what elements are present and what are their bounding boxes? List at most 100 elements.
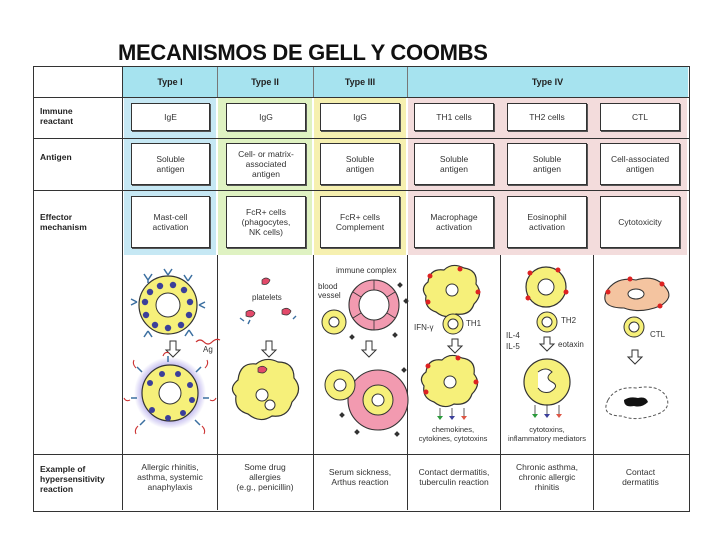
- mast-cell-degranulating: [123, 351, 217, 435]
- cell-text: (phagocytes,: [241, 217, 291, 227]
- il5-label: IL-5: [506, 342, 520, 351]
- row-divider: [34, 97, 689, 98]
- column-divider: [407, 255, 408, 510]
- immune-complex-label: immune complex: [336, 266, 396, 275]
- chemokines-label: chemokines,: [432, 425, 474, 434]
- cell-text: Serum sickness,: [328, 467, 392, 477]
- th2-nucleus: [541, 316, 553, 328]
- column-divider: [500, 255, 501, 510]
- row-label-effector: Effector mechanism: [40, 212, 87, 232]
- immune-cell-th1: TH1 cells: [414, 103, 494, 131]
- immune-cell-type3: IgG: [320, 103, 400, 131]
- cell-text: Mast-cell: [153, 212, 188, 222]
- cell-text: Chronic asthma,: [516, 462, 578, 472]
- cell-text: NK cells): [248, 227, 283, 237]
- cell-text: antigen: [252, 169, 280, 179]
- effector-cell-type2: FcR+ cells(phagocytes,NK cells): [226, 196, 306, 248]
- immune-cell-type2: IgG: [226, 103, 306, 131]
- effector-cell-ctl: Cytotoxicity: [600, 196, 680, 248]
- cell-text: Contact: [625, 467, 656, 477]
- mast-cell-resting: [130, 268, 221, 345]
- cell-text: dermatitis: [622, 477, 659, 487]
- ag-label: Ag: [203, 345, 213, 354]
- row-label-example: Example of hypersensitivity reaction: [40, 464, 105, 494]
- inflamed-vessel-icon: [324, 367, 409, 437]
- cell-text: FcR+ cells: [340, 212, 380, 222]
- target-cell-icon: [604, 276, 670, 312]
- ctl-nucleus: [628, 321, 640, 333]
- activated-eosinophil-icon: [523, 358, 571, 418]
- row-label-line: Immune: [40, 106, 73, 116]
- th1-nucleus: [447, 318, 459, 330]
- cell-text: Cell-associated: [610, 154, 670, 164]
- cell-text: antigen: [533, 164, 561, 174]
- column-divider: [313, 255, 314, 510]
- cell-text: IgE: [164, 112, 177, 122]
- arrow-down-icon: [446, 338, 464, 354]
- cell-text: IgG: [353, 112, 367, 122]
- example-cell-type3: Serum sickness,Arthus reaction: [314, 467, 406, 487]
- arrow-down-icon: [360, 340, 378, 358]
- chemokines-label: cytokines, cytotoxins: [419, 434, 488, 443]
- cell-text: Cytotoxicity: [618, 217, 662, 227]
- cell-text: Soluble: [156, 154, 185, 164]
- cell-text: activation: [152, 222, 189, 232]
- il4-label: IL-4: [506, 331, 520, 340]
- platelets-icon: [239, 277, 297, 325]
- cell-text: Arthus reaction: [331, 477, 389, 487]
- row-divider: [34, 454, 689, 455]
- cell-text: associated: [245, 159, 287, 169]
- row-label-line: Antigen: [40, 152, 72, 162]
- cell-text: anaphylaxis: [147, 482, 193, 492]
- cell-text: antigen: [156, 164, 185, 174]
- blood-vessel-icon: [321, 279, 409, 340]
- cell-text: allergies: [249, 472, 281, 482]
- cell-text: Cell- or matrix-: [238, 149, 294, 159]
- cell-text: antigen: [626, 164, 654, 174]
- header-type4: Type IV: [531, 77, 564, 87]
- page-title: MECANISMOS DE GELL Y COOMBS: [118, 40, 488, 65]
- cell-text: IgG: [259, 112, 273, 122]
- cell-text: Soluble: [439, 154, 469, 164]
- header-divider: [313, 67, 314, 97]
- cell-text: Eosinophil: [527, 212, 567, 222]
- header-divider: [407, 67, 408, 97]
- macrophage-icon: [422, 264, 481, 318]
- immune-cell-th2: TH2 cells: [507, 103, 587, 131]
- row-label-line: mechanism: [40, 222, 87, 232]
- th2-label: TH2: [561, 316, 577, 325]
- label-column-divider: [122, 67, 123, 510]
- cell-text: Macrophage: [430, 212, 478, 222]
- column-divider: [593, 255, 594, 510]
- arrow-down-icon: [260, 340, 278, 358]
- row-label-line: hypersensitivity: [40, 474, 105, 484]
- cell-text: rhinitis: [534, 482, 560, 492]
- row-label-antigen: Antigen: [40, 152, 72, 162]
- row-label-line: Example of: [40, 464, 86, 474]
- ctl-label: CTL: [650, 330, 666, 339]
- platelets-label: platelets: [252, 293, 282, 302]
- phagocyte-icon: [231, 358, 300, 421]
- cell-text: (e.g., penicillin): [236, 482, 294, 492]
- cell-text: activation: [529, 222, 565, 232]
- cell-text: Some drug: [244, 462, 286, 472]
- cell-text: Soluble: [532, 154, 562, 164]
- blood-vessel-label: vessel: [318, 291, 341, 300]
- cell-text: asthma, systemic: [137, 472, 203, 482]
- cell-text: antigen: [440, 164, 468, 174]
- cell-text: Contact dermatitis,: [418, 467, 490, 477]
- arrow-down-icon: [164, 340, 182, 358]
- example-cell-th1: Contact dermatitis,tuberculin reaction: [408, 467, 500, 487]
